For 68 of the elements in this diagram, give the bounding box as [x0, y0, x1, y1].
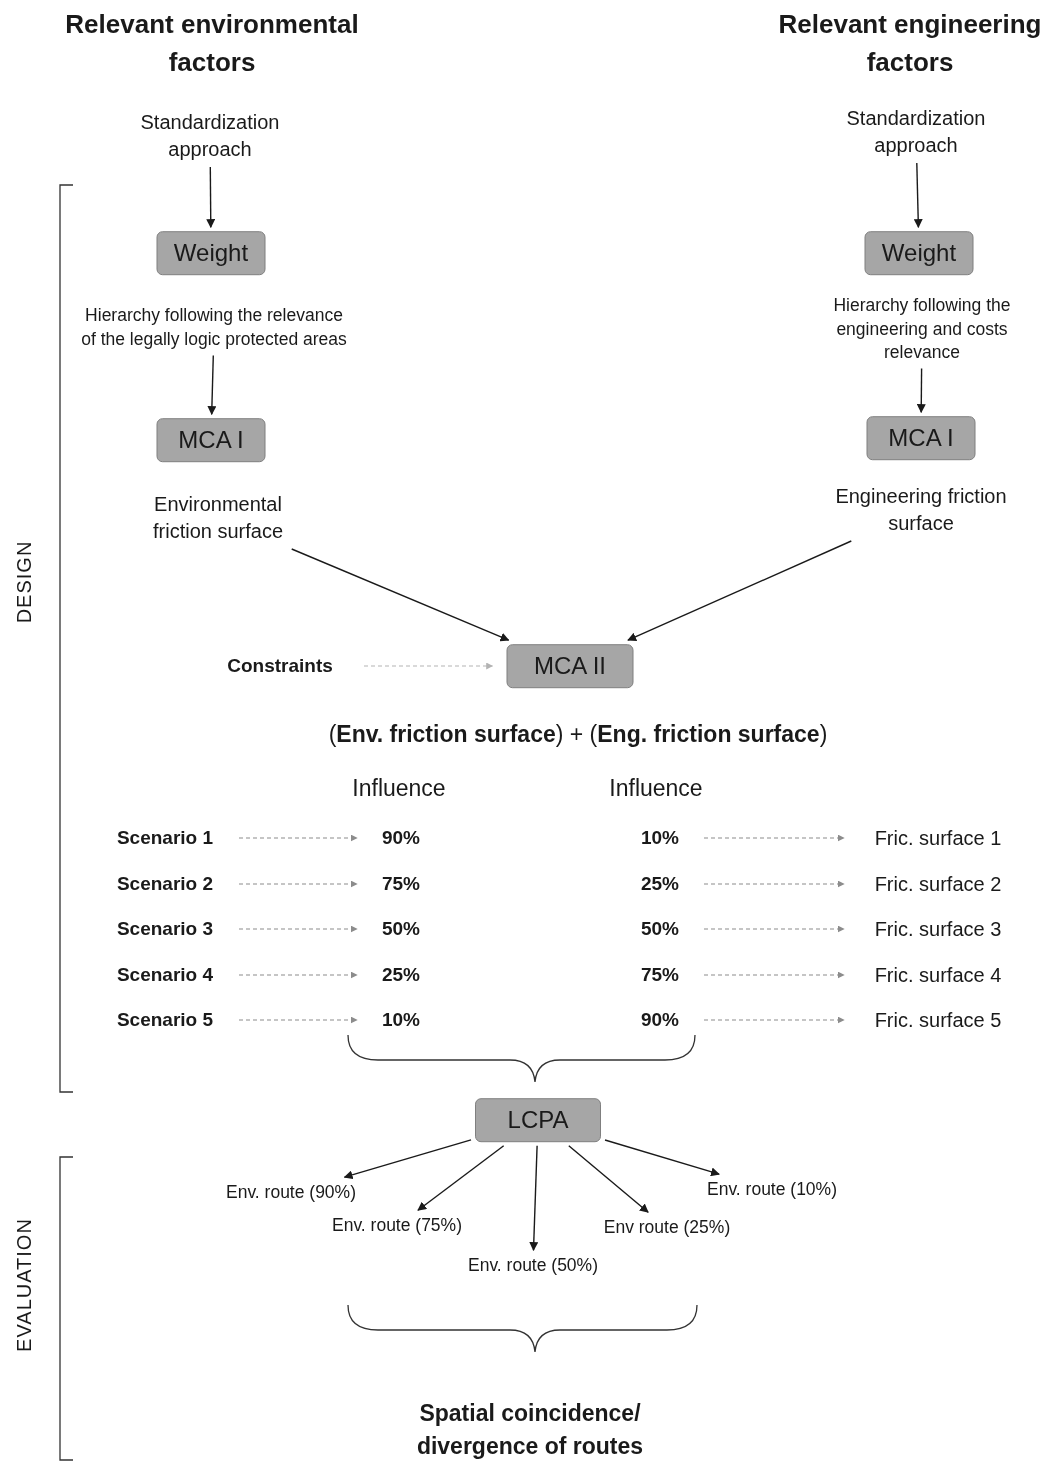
process-box: MCA I: [866, 416, 976, 460]
section-label: DESIGN: [11, 539, 36, 626]
node-text: Env. route (75%): [312, 1214, 482, 1238]
node-text: 90%: [371, 825, 431, 851]
node-text: Scenario 3: [105, 916, 225, 942]
node-text: 75%: [371, 871, 431, 897]
arrow: [238, 1016, 358, 1024]
node-text: Constraints: [210, 653, 350, 679]
node-text: Env. route (50%): [448, 1254, 618, 1278]
arrow: [291, 548, 510, 642]
arrow: [604, 1139, 720, 1177]
arrow: [363, 662, 494, 670]
node-text: Fric. surface 2: [858, 870, 1018, 898]
arrow: [703, 925, 845, 933]
arrow: [207, 354, 217, 416]
formula-text: (Env. friction surface) + (Eng. friction surface): [327, 720, 829, 750]
node-text: Scenario 2: [105, 871, 225, 897]
node-text: 50%: [630, 916, 690, 942]
section-label: EVALUATION: [11, 1217, 36, 1354]
arrow: [343, 1139, 472, 1180]
node-text: Standardization approach: [816, 105, 1016, 159]
arrow: [703, 1016, 845, 1024]
arrow: [913, 162, 923, 229]
arrow: [238, 880, 358, 888]
column-header: Influence: [608, 774, 704, 804]
node-text: Env. route (10%): [687, 1178, 857, 1202]
node-text: 10%: [371, 1007, 431, 1033]
node-text: Scenario 5: [105, 1007, 225, 1033]
column-header: Influence: [351, 774, 447, 804]
node-text: 10%: [630, 825, 690, 851]
arrow: [568, 1145, 649, 1213]
arrow: [703, 971, 845, 979]
node-text: Scenario 4: [105, 962, 225, 988]
arrow: [703, 880, 845, 888]
node-text: Engineering friction surface: [826, 483, 1016, 537]
heading: Relevant environmental factors: [64, 8, 360, 79]
node-text: Scenario 1: [105, 825, 225, 851]
node-text: 25%: [371, 962, 431, 988]
arrow: [627, 540, 852, 641]
process-box: LCPA: [475, 1098, 601, 1142]
node-text: 25%: [630, 871, 690, 897]
arrow: [529, 1145, 539, 1252]
arrow: [916, 367, 926, 414]
node-text: Env route (25%): [582, 1216, 752, 1240]
heading: Relevant engineering factors: [777, 8, 1043, 79]
arrow: [206, 166, 216, 229]
process-box: MCA II: [506, 644, 634, 688]
node-text: Fric. surface 4: [858, 961, 1018, 989]
arrow: [238, 925, 358, 933]
node-text: Env. route (90%): [206, 1181, 376, 1205]
node-text: 75%: [630, 962, 690, 988]
process-box: MCA I: [156, 418, 266, 462]
arrow: [703, 834, 845, 842]
node-text: Hierarchy following the relevance of the legally logic protected areas: [79, 304, 349, 352]
process-box: Weight: [156, 231, 266, 275]
node-text: Fric. surface 1: [858, 824, 1018, 852]
node-text: Fric. surface 3: [858, 915, 1018, 943]
node-text: Environmental friction surface: [123, 491, 313, 545]
process-box: Weight: [864, 231, 974, 275]
conclusion-text: Spatial coincidence/ divergence of routes: [415, 1398, 645, 1461]
node-text: 50%: [371, 916, 431, 942]
arrow: [417, 1145, 505, 1211]
node-text: 90%: [630, 1007, 690, 1033]
node-text: Hierarchy following the engineering and costs relevance: [807, 293, 1037, 365]
node-text: Fric. surface 5: [858, 1006, 1018, 1034]
node-text: Standardization approach: [110, 109, 310, 163]
arrow: [238, 834, 358, 842]
arrow: [238, 971, 358, 979]
